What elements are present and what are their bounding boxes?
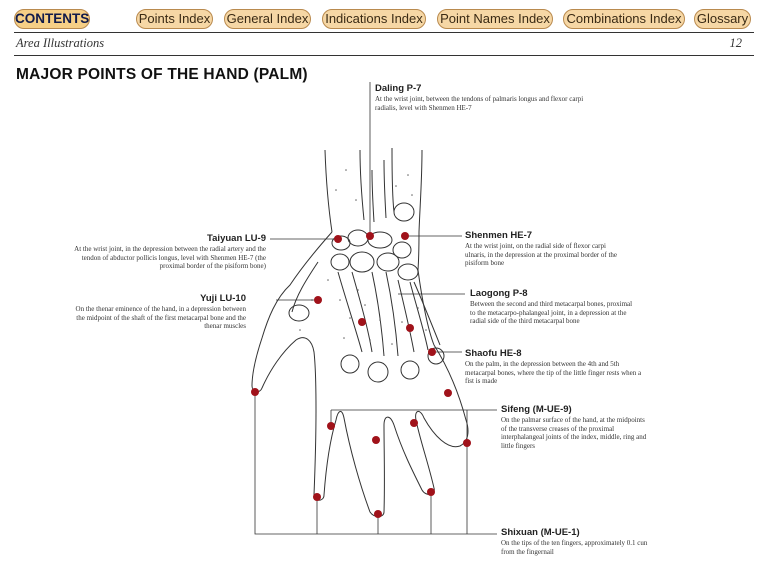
point-sifeng-middle (372, 436, 380, 444)
point-shixuan-ring (427, 488, 435, 496)
point-names-index-button[interactable]: Point Names Index (437, 9, 553, 29)
point-name: Daling P-7 (375, 83, 422, 94)
stipple-shading (299, 169, 427, 345)
page-number: 12 (729, 36, 743, 50)
point-sifeng-ring (410, 419, 418, 427)
forearm-outline-right (418, 149, 423, 233)
point-description: At the wrist joint, in the depression be… (74, 245, 266, 271)
point-name: Yuji LU-10 (200, 293, 246, 304)
annotation-taiyuan: Taiyuan LU-9 At the wrist joint, in the … (60, 233, 266, 271)
point-yuji (314, 296, 322, 304)
acupoint-markers (251, 232, 471, 518)
annotation-yuji: Yuji LU-10 On the thenar eminence of the… (66, 293, 246, 331)
indications-index-button[interactable]: Indications Index (322, 9, 426, 29)
point-laogong-1 (358, 318, 366, 326)
hand-outline (251, 231, 469, 517)
point-description: On the thenar eminence of the hand, in a… (75, 305, 246, 331)
point-daling (366, 232, 374, 240)
point-taiyuan (334, 235, 342, 243)
point-shixuan-thumb (251, 388, 259, 396)
point-name: Sifeng (M-UE-9) (501, 404, 572, 415)
annotation-daling: Daling P-7 At the wrist joint, between t… (375, 83, 585, 112)
point-name: Shaofu HE-8 (465, 348, 522, 359)
nav-bar: CONTENTS Points Index General Index Indi… (0, 9, 768, 31)
point-description: On the palmar surface of the hand, at th… (501, 416, 647, 450)
point-shixuan-index (313, 493, 321, 501)
section-title: Area Illustrations (16, 36, 105, 50)
contents-button[interactable]: CONTENTS (14, 9, 90, 29)
header-rule-top (14, 32, 754, 33)
annotation-shaofu: Shaofu HE-8 On the palm, in the depressi… (465, 348, 643, 386)
annotation-sifeng: Sifeng (M-UE-9) On the palmar surface of… (501, 404, 651, 450)
point-shixuan-little (463, 439, 471, 447)
points-index-button[interactable]: Points Index (136, 9, 213, 29)
general-index-button[interactable]: General Index (224, 9, 311, 29)
leader-shixuan (254, 392, 497, 535)
point-shixuan-middle (374, 510, 382, 518)
point-name: Shixuan (M-UE-1) (501, 527, 580, 538)
point-sifeng-little (444, 389, 452, 397)
leader-lines (254, 82, 497, 535)
header-rule-bottom (14, 55, 754, 56)
annotation-laogong: Laogong P-8 Between the second and third… (470, 288, 635, 326)
point-description: At the wrist joint, between the tendons … (375, 95, 584, 112)
point-description: At the wrist joint, on the radial side o… (465, 242, 618, 268)
point-description: On the palm, in the depression between t… (465, 360, 642, 386)
point-shenmen (401, 232, 409, 240)
point-name: Shenmen HE-7 (465, 230, 533, 241)
point-name: Laogong P-8 (470, 288, 528, 299)
forearm-outline-left (324, 149, 333, 233)
point-laogong-2 (406, 324, 414, 332)
page-title: MAJOR POINTS OF THE HAND (PALM) (16, 66, 308, 83)
annotation-shenmen: Shenmen HE-7 At the wrist joint, on the … (465, 230, 625, 268)
glossary-button[interactable]: Glossary (694, 9, 751, 29)
point-name: Taiyuan LU-9 (207, 233, 266, 244)
point-shaofu (428, 348, 436, 356)
point-description: On the tips of the ten fingers, approxim… (501, 539, 648, 556)
point-sifeng-index (327, 422, 335, 430)
annotation-shixuan: Shixuan (M-UE-1) On the tips of the ten … (501, 527, 651, 556)
point-description: Between the second and third metacarpal … (470, 300, 633, 326)
combinations-index-button[interactable]: Combinations Index (563, 9, 685, 29)
